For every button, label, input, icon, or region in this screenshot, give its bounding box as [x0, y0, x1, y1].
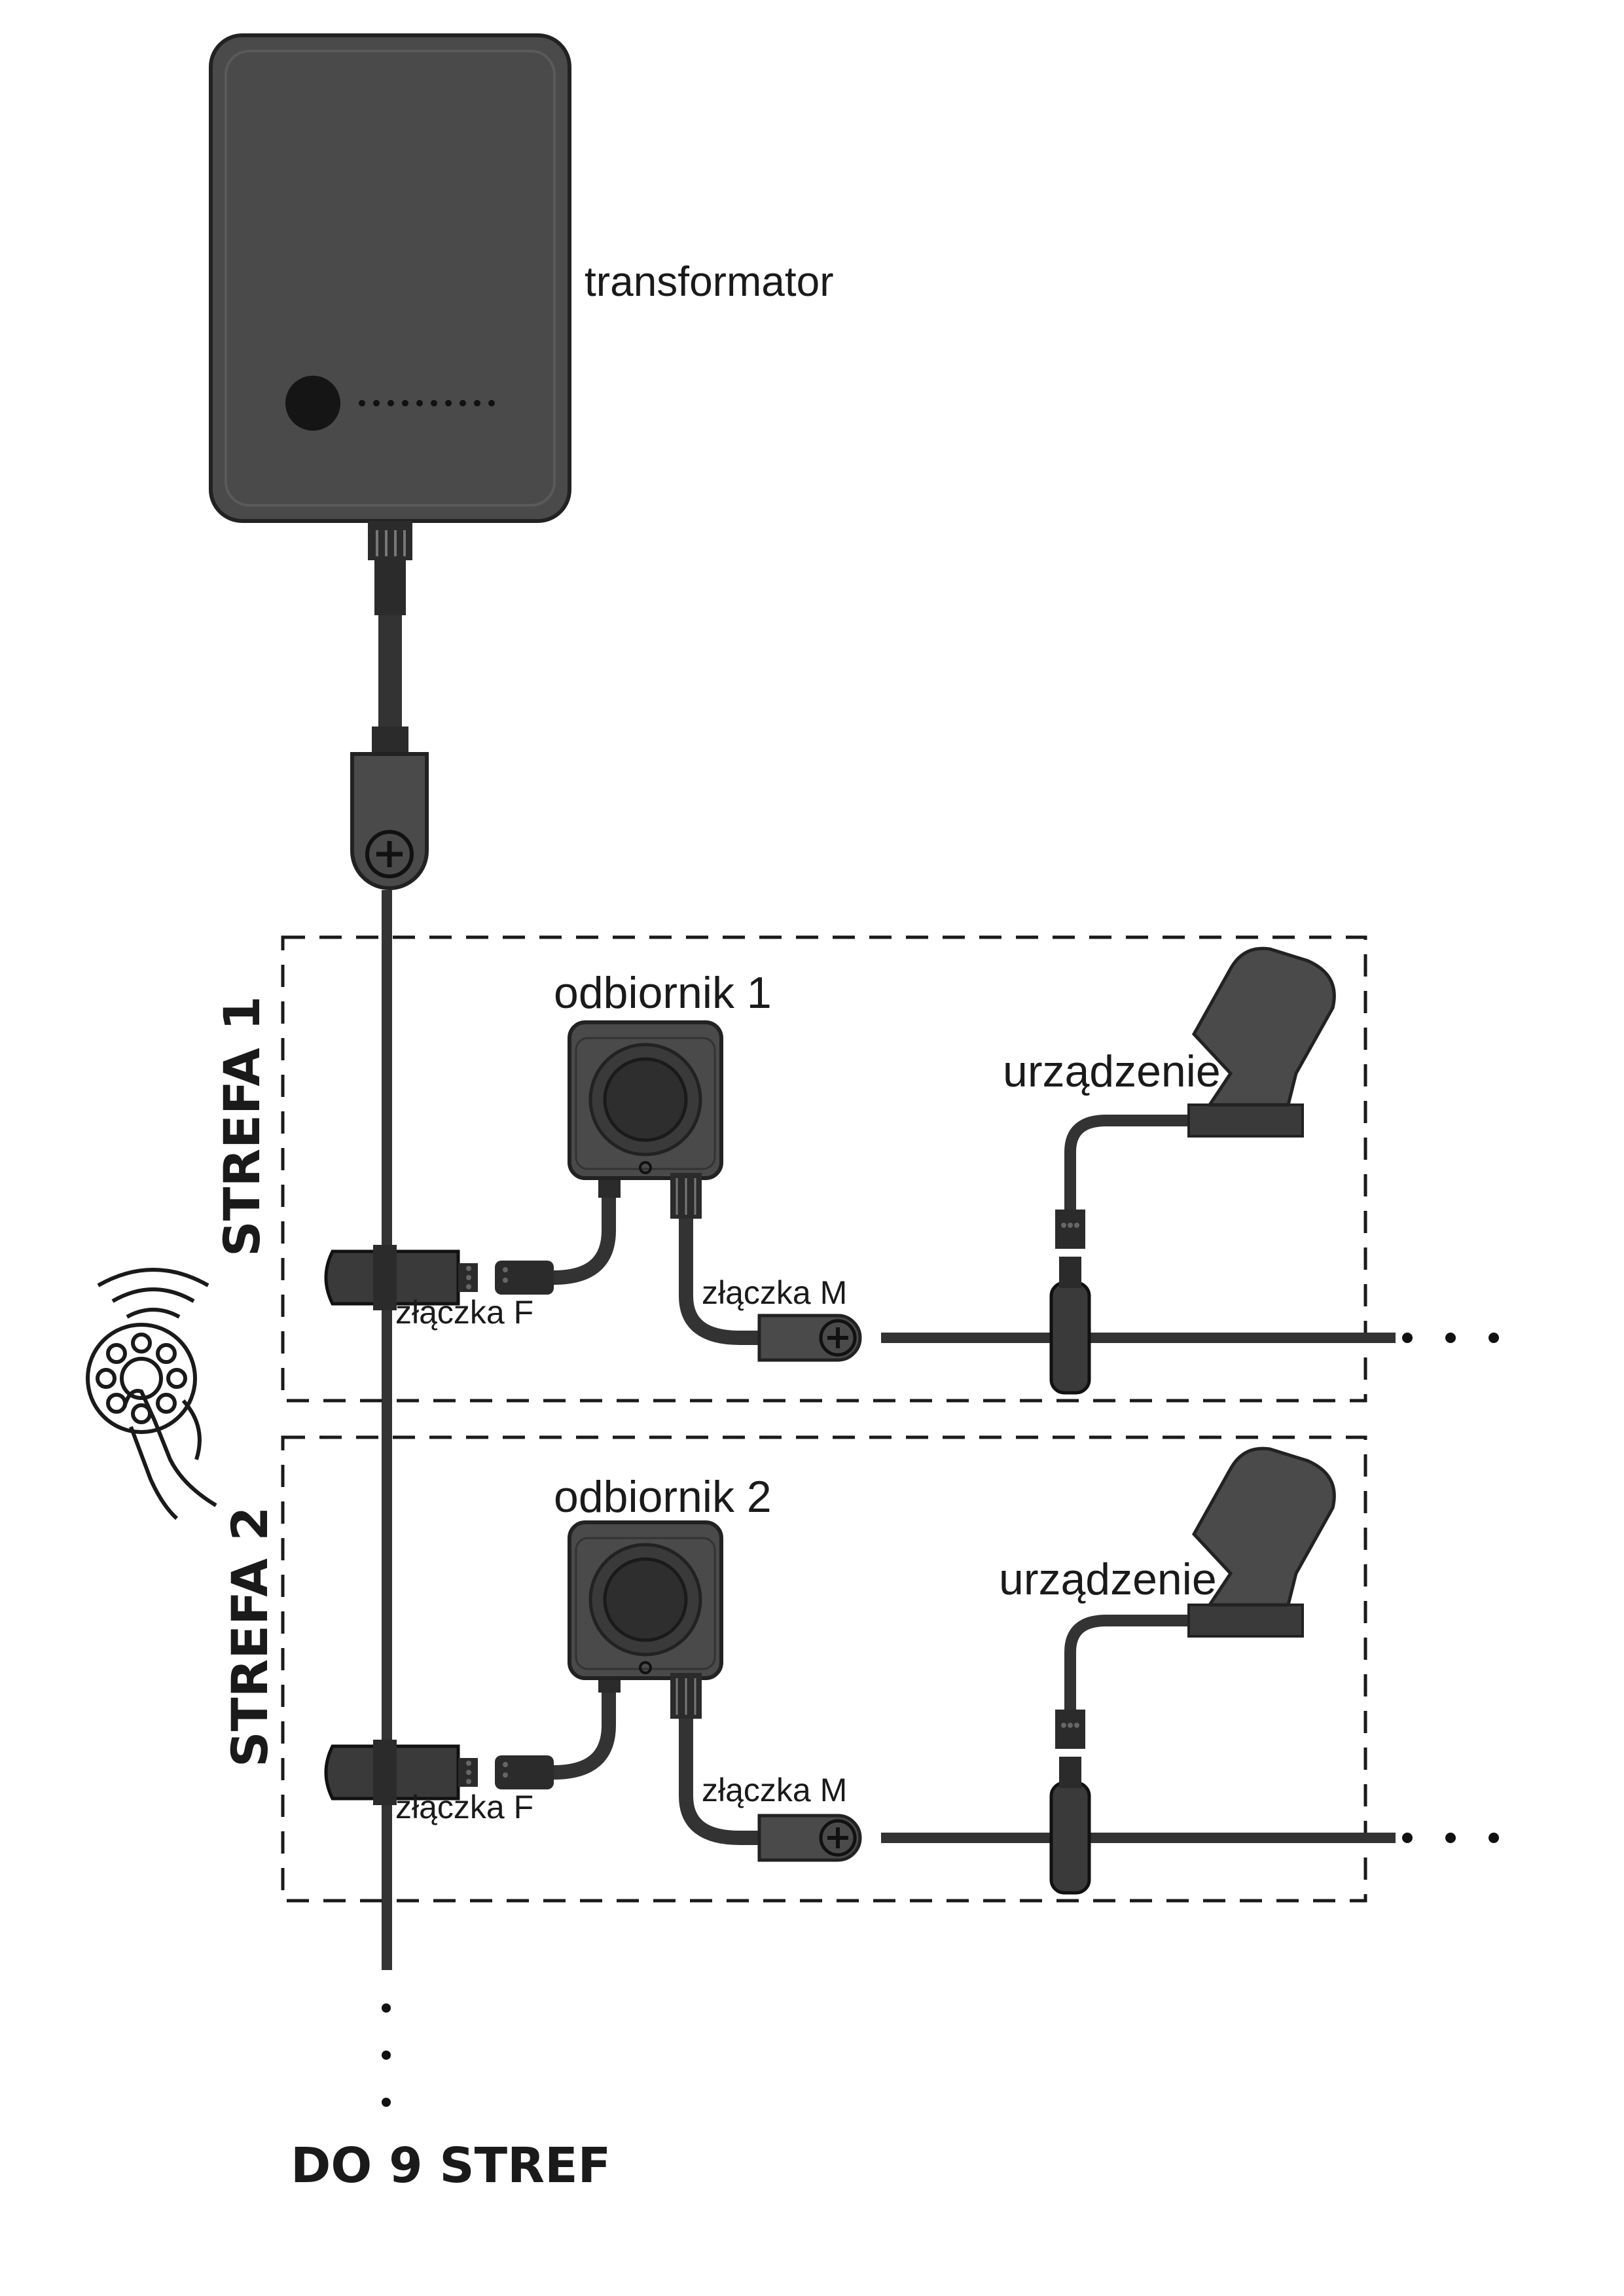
f-connector-2: [324, 1740, 478, 1805]
output-line-2: [881, 1833, 1499, 1843]
power-led-icon: [285, 376, 340, 431]
receiver-2-label: odbiornik 2: [554, 1472, 772, 1522]
plus-icon: [365, 830, 414, 878]
transformer: [209, 33, 571, 615]
connector-m-2-label: złączka M: [702, 1772, 847, 1808]
receiver-2: [568, 1520, 723, 1680]
zone-1-label: STREFA 1: [213, 996, 271, 1257]
plus-icon: [819, 1319, 857, 1357]
zone-1-frame: [281, 935, 1367, 1403]
device-1-label: urządzenie: [1003, 1047, 1221, 1096]
tee-connector-2: [1049, 1757, 1091, 1895]
plus-icon: [819, 1819, 857, 1857]
f-connector-1: [324, 1245, 478, 1310]
connector-f-2-label: złączka F: [395, 1789, 533, 1825]
zone-2-components: odbiornik 2: [324, 1446, 1499, 1895]
tee-connector-1: [1049, 1257, 1091, 1395]
m-connector-2: [670, 1673, 862, 1862]
device-2: [1055, 1446, 1336, 1749]
footer-label: DO 9 STREF: [291, 2138, 611, 2194]
output-line-1: [881, 1333, 1499, 1343]
receiver-1: [568, 1020, 723, 1180]
transformer-label: transformator: [585, 258, 834, 305]
remote-control-hand-icon: [86, 1268, 217, 1520]
receiver-2-input-cable: [495, 1666, 621, 1789]
indicator-dots: [359, 400, 495, 406]
receiver-1-input-cable: [495, 1172, 621, 1295]
connector-f-1-label: złączka F: [395, 1294, 533, 1331]
zone-2-label: STREFA 2: [221, 1507, 279, 1767]
zone-2-frame: [281, 1435, 1367, 1903]
main-cable: [350, 615, 429, 2107]
zone-1-components: odbiornik 1: [324, 946, 1499, 1395]
receiver-1-label: odbiornik 1: [554, 968, 772, 1018]
device-1: [1055, 946, 1336, 1249]
connector-m-1-label: złączka M: [702, 1274, 847, 1311]
device-2-label: urządzenie: [999, 1554, 1217, 1604]
m-connector-1: [670, 1173, 862, 1362]
